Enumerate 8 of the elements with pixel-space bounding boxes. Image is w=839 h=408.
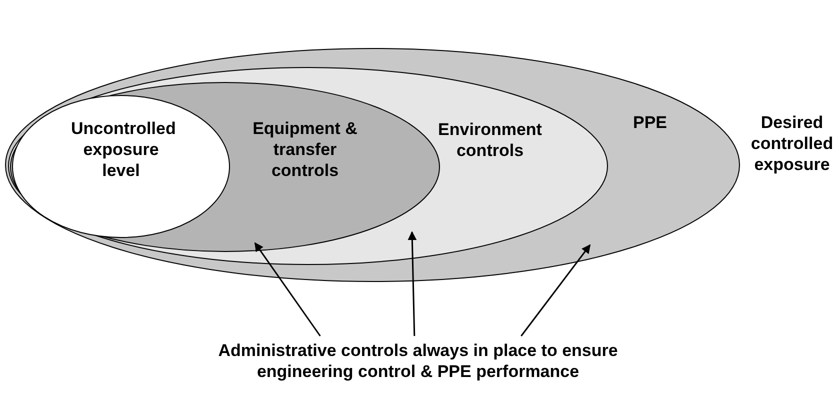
note-text: Administrative controls always in place to ensure engineering control & PPE performance [198,340,638,382]
arrow [254,242,321,336]
region-label: Environment controls [437,119,543,161]
arrow [408,231,417,336]
region-label: PPE [632,112,668,133]
region-label: Equipment & transfer controls [252,118,358,181]
arrow [520,244,591,336]
side-label: Desired controlled exposure [750,112,834,175]
